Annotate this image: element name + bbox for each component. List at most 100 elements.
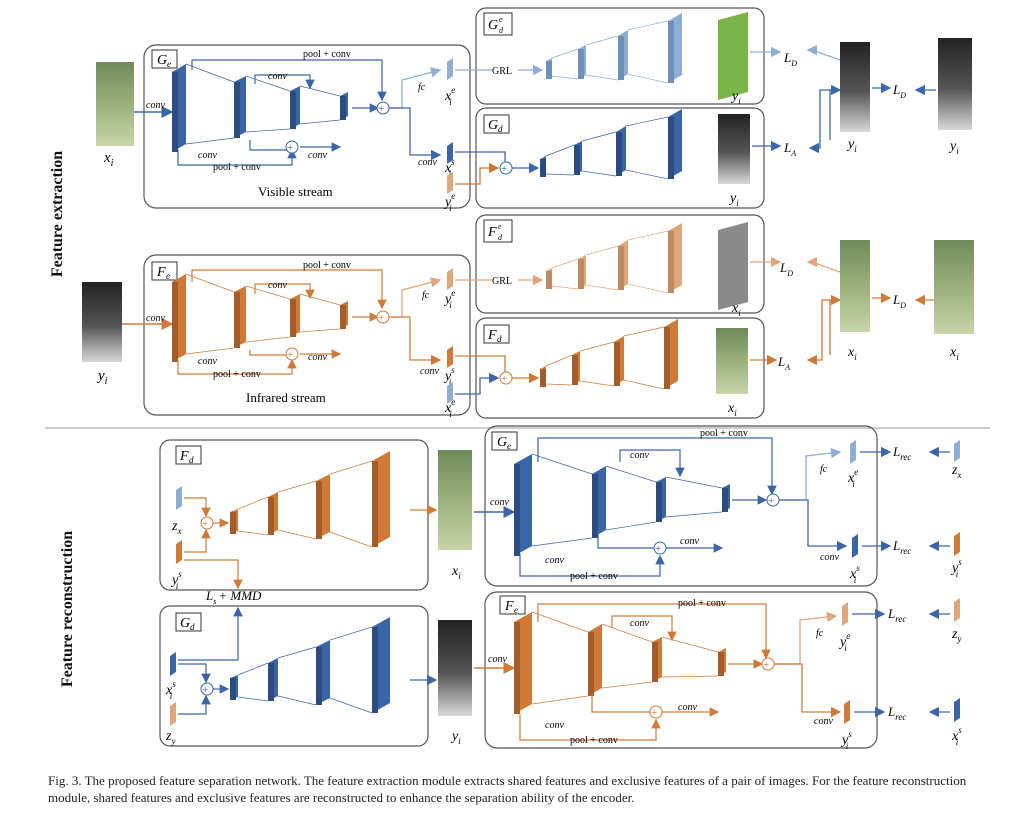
svg-text:+: + xyxy=(768,495,774,507)
svg-text:+: + xyxy=(501,163,507,175)
layer-connection xyxy=(245,128,291,133)
svg-text:GRL: GRL xyxy=(492,276,512,287)
svg-text:ysi: ysi xyxy=(950,557,962,579)
svg-text:yei: yei xyxy=(443,288,455,310)
svg-text:LA: LA xyxy=(783,140,796,158)
svg-text:+: + xyxy=(202,684,208,696)
svg-text:xei: xei xyxy=(847,467,858,489)
svg-text:zy: zy xyxy=(165,729,175,746)
svg-text:yi: yi xyxy=(728,191,739,208)
svg-text:xi: xi xyxy=(731,301,741,318)
svg-text:fc: fc xyxy=(816,628,824,639)
svg-text:yi: yi xyxy=(730,89,741,106)
layer-connection xyxy=(579,341,615,352)
layer-connection xyxy=(665,511,723,518)
layer-connection xyxy=(625,169,669,180)
section-label-feature-reconstruction: Feature reconstruction xyxy=(59,530,76,688)
layer-slab-side xyxy=(578,259,584,289)
layer-connection xyxy=(545,354,573,367)
image-x-i xyxy=(96,62,134,146)
layer-slab-side xyxy=(652,642,658,682)
svg-text:pool + conv: pool + conv xyxy=(303,260,351,271)
layer-connection xyxy=(581,170,617,177)
layer-connection xyxy=(585,284,619,291)
svg-text:conv: conv xyxy=(680,536,699,547)
layer-slab-side xyxy=(722,488,728,512)
layer-connection xyxy=(185,273,235,293)
svg-text:yi: yi xyxy=(450,729,461,746)
svg-text:zx: zx xyxy=(951,463,961,480)
section-label-feature-extraction: Feature extraction xyxy=(49,150,66,278)
layer-connection xyxy=(661,636,719,653)
svg-text:xi: xi xyxy=(847,345,857,362)
layer-connection xyxy=(277,480,317,493)
visible-stream-label: Visible stream xyxy=(258,184,333,199)
layer-connection xyxy=(601,623,653,643)
layer-slab-side xyxy=(618,246,624,290)
layer-connection xyxy=(623,379,665,390)
svg-text:pool + conv: pool + conv xyxy=(570,735,618,746)
svg-text:LD: LD xyxy=(783,50,797,68)
svg-text:F: F xyxy=(487,225,497,240)
layer-connection xyxy=(627,20,669,31)
svg-text:xsi: xsi xyxy=(849,563,860,585)
layer-connection xyxy=(579,380,615,387)
fe-box-bottom xyxy=(484,591,878,749)
svg-text:LD: LD xyxy=(779,260,793,278)
layer-connection xyxy=(299,85,341,97)
layer-connection xyxy=(237,662,269,676)
svg-text:xi: xi xyxy=(727,401,737,418)
svg-text:fc: fc xyxy=(418,82,426,93)
svg-text:G: G xyxy=(497,435,507,450)
image-y-i-infrared xyxy=(82,282,122,362)
svg-text:F: F xyxy=(179,449,189,464)
layer-slab-side xyxy=(372,627,378,713)
gde-decoder-layers xyxy=(546,13,682,84)
layer-connection xyxy=(605,521,657,531)
layer-connection xyxy=(551,258,579,269)
ls-mmd-label: Ls+ MMD xyxy=(205,588,262,606)
gde-box xyxy=(475,7,765,105)
layer-slab-side xyxy=(546,61,552,79)
svg-text:Lrec: Lrec xyxy=(887,704,906,722)
layer-slab-side xyxy=(664,327,670,389)
layer-slab-side xyxy=(540,369,546,387)
svg-text:Lrec: Lrec xyxy=(892,538,911,556)
layer-slab-side xyxy=(268,663,274,701)
ge-box-top xyxy=(143,44,471,209)
layer-connection xyxy=(545,144,575,157)
figure-caption: Fig. 3. The proposed feature separation … xyxy=(48,773,967,805)
svg-text:LD: LD xyxy=(892,82,906,100)
svg-text:+: + xyxy=(763,659,769,671)
infrared-stream-label: Infrared stream xyxy=(246,390,326,405)
layer-slab-side xyxy=(514,464,520,556)
layer-connection xyxy=(665,476,723,489)
layer-slab-side xyxy=(668,21,674,83)
layer-connection xyxy=(299,328,341,333)
svg-text:F: F xyxy=(504,599,514,614)
layer-connection xyxy=(623,326,665,337)
svg-text:e: e xyxy=(507,441,511,451)
svg-text:F: F xyxy=(156,265,166,280)
ge-encoder-layers xyxy=(172,63,348,152)
layer-slab-side xyxy=(588,632,594,696)
svg-text:+: + xyxy=(655,543,661,555)
fd-box-top xyxy=(475,317,765,419)
layer-slab-side xyxy=(230,678,236,700)
svg-text:LD: LD xyxy=(892,292,906,310)
layer-slab-side xyxy=(540,159,546,177)
layer-slab-side xyxy=(172,72,178,152)
svg-text:G: G xyxy=(488,118,498,133)
ge-recon-encoder-layers xyxy=(514,453,730,556)
svg-text:conv: conv xyxy=(630,450,649,461)
svg-text:d: d xyxy=(189,455,194,465)
svg-text:conv: conv xyxy=(630,618,649,629)
svg-text:xi: xi xyxy=(949,345,959,362)
svg-text:e: e xyxy=(514,605,518,615)
svg-text:conv: conv xyxy=(490,497,509,508)
